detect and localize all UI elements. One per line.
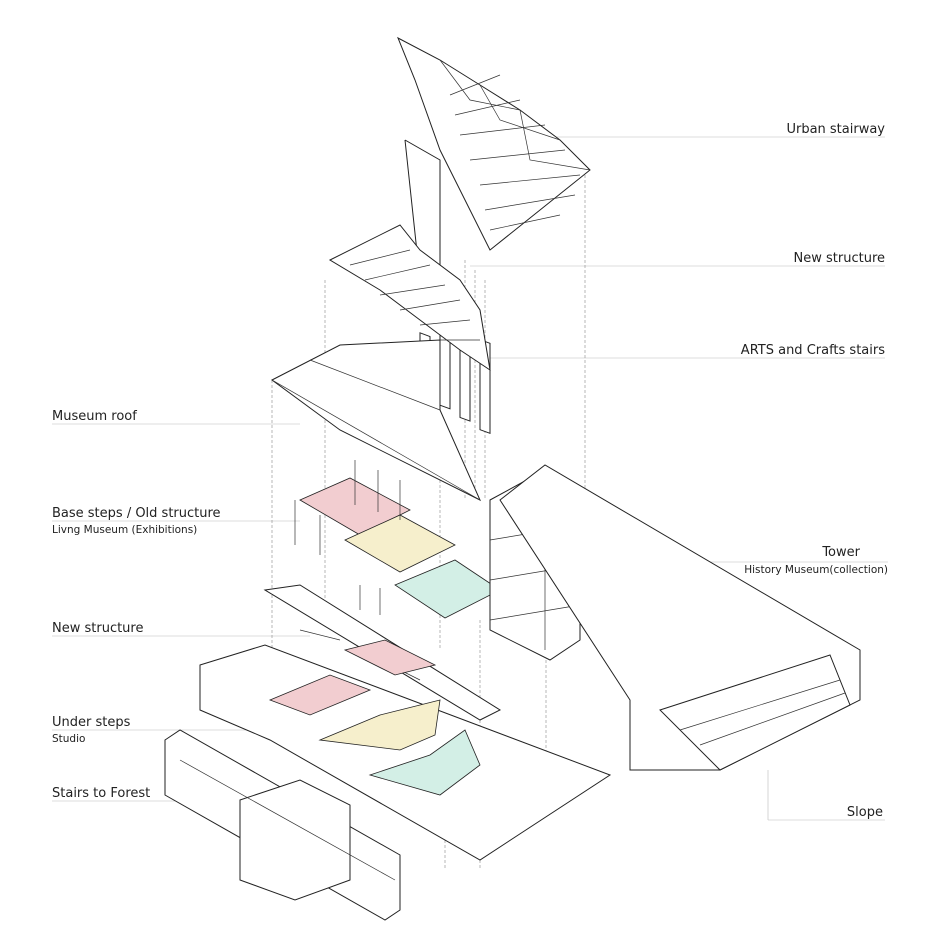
label-museum-roof: Museum roof — [52, 409, 137, 424]
museum-roof — [271, 339, 482, 502]
floor-pink — [299, 477, 411, 536]
label-new-structure-top: New structure — [793, 251, 885, 266]
label-under-steps: Under steps — [52, 715, 131, 730]
label-new-structure-mid: New structure — [52, 621, 144, 636]
urban-stairway — [397, 36, 591, 302]
label-base-steps-sub: Livng Museum (Exhibitions) — [52, 524, 198, 536]
studio-mint — [368, 729, 481, 796]
label-slope: Slope — [846, 805, 883, 820]
under-steps-studio — [199, 639, 612, 861]
floor-mint — [394, 559, 501, 619]
label-under-steps-sub: Studio — [52, 733, 86, 745]
label-tower: Tower — [822, 545, 860, 560]
label-arts-crafts-stairs: ARTS and Crafts stairs — [740, 343, 885, 358]
floor-yellow — [344, 514, 456, 573]
label-stairs-to-forest: Stairs to Forest — [52, 786, 151, 801]
studio-pink-2 — [343, 639, 437, 676]
arts-crafts-stairs — [328, 224, 491, 372]
slope — [499, 464, 861, 771]
studio-pink — [268, 674, 372, 716]
label-tower-sub: History Museum(collection) — [744, 564, 888, 576]
stairs-to-forest — [164, 729, 401, 921]
label-base-steps: Base steps / Old structure — [52, 506, 221, 521]
studio-yellow — [318, 699, 441, 751]
exhibition-floors — [294, 460, 501, 619]
label-urban-stairway: Urban stairway — [786, 122, 885, 137]
stair-treads-urban — [449, 74, 581, 231]
